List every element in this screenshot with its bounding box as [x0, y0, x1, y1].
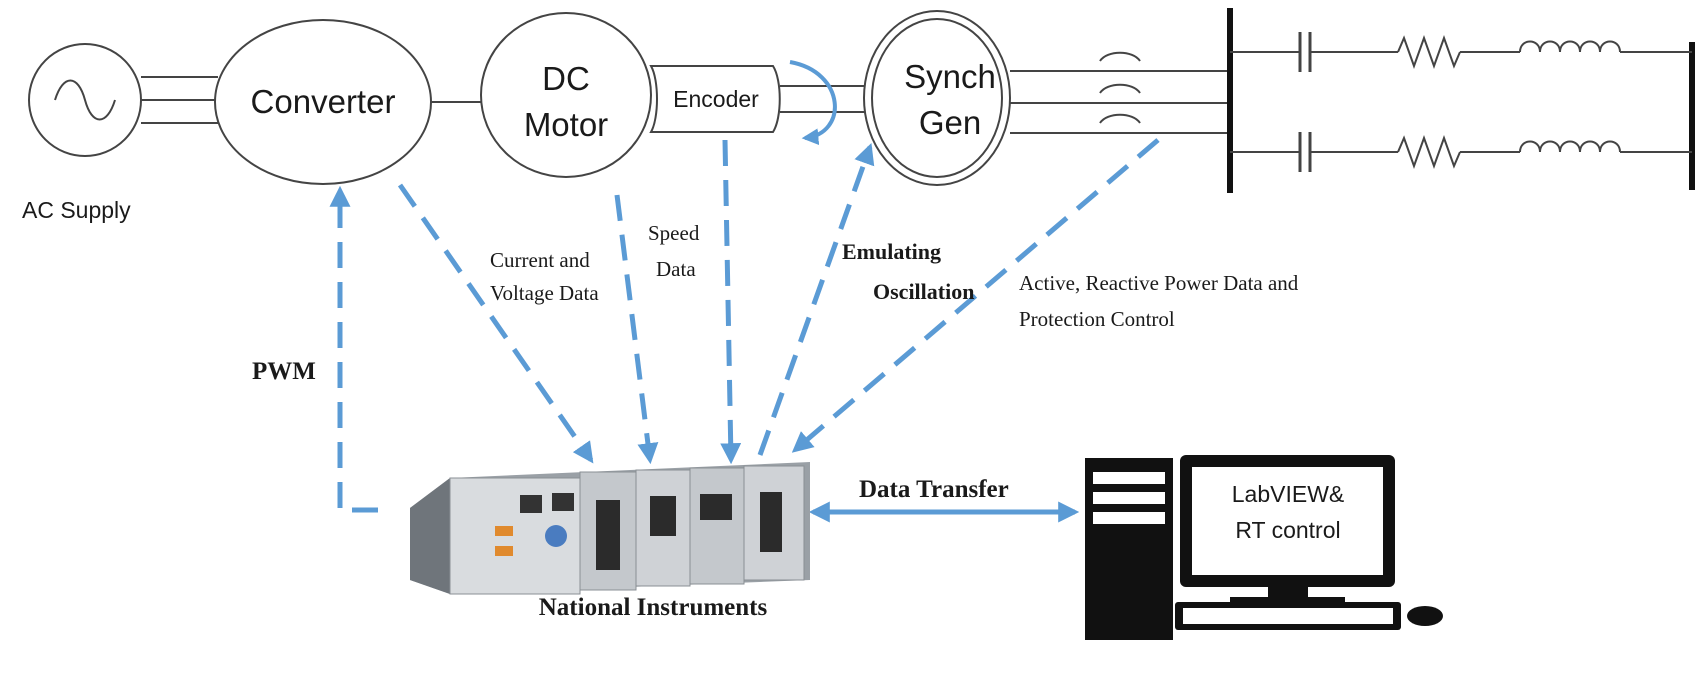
ni-label: National Instruments: [539, 594, 768, 621]
current-voltage-label-2: Voltage Data: [490, 281, 599, 305]
pwm-arrow: [329, 185, 378, 513]
speed-data-arrow: [720, 139, 742, 465]
power-label-2: Protection Control: [1019, 307, 1175, 331]
resistor-icon: [1397, 35, 1461, 69]
synch-gen-label-1: Synch: [904, 58, 996, 95]
dc-motor-label-1: DC: [542, 60, 590, 97]
emulating-label-1: Emulating: [842, 239, 941, 264]
power-data-arrow: [791, 138, 1160, 453]
current-transformer-icon: [1099, 113, 1141, 124]
transmission-line-1: [1230, 32, 1692, 72]
tower-icon: [1085, 458, 1173, 640]
rotation-arrow-icon: [789, 60, 837, 146]
encoder: [649, 65, 781, 133]
generator-output-lines: [1010, 51, 1228, 134]
keyboard-icon: [1175, 602, 1401, 630]
inductor-icon: [1519, 40, 1621, 53]
emulating-label-2: Oscillation: [873, 279, 974, 304]
encoder-label: Encoder: [673, 86, 759, 112]
speed-label-1: Speed: [648, 221, 700, 245]
computer-label-1: LabVIEW&: [1232, 481, 1345, 507]
dc-motor-label-2: Motor: [524, 106, 608, 143]
motor-data-arrow: [614, 194, 659, 465]
computer-label-2: RT control: [1235, 517, 1340, 543]
monitor-icon: [1180, 455, 1395, 606]
pwm-label: PWM: [252, 358, 316, 385]
power-label-1: Active, Reactive Power Data and: [1019, 271, 1299, 295]
current-transformer-icon: [1099, 83, 1141, 94]
current-voltage-arrow: [397, 183, 594, 464]
ac-supply: [28, 43, 142, 157]
computer: [1085, 455, 1443, 640]
synch-gen-label-2: Gen: [919, 104, 981, 141]
transmission-line-2: [1230, 132, 1692, 172]
speed-label-2: Data: [656, 257, 696, 281]
sine-wave-icon: [54, 79, 116, 121]
data-transfer-label: Data Transfer: [859, 476, 1009, 503]
current-transformer-icon: [1099, 51, 1141, 62]
synch-gen: [863, 10, 1011, 186]
converter-label: Converter: [251, 83, 396, 120]
supply-to-converter-lines: [141, 76, 218, 124]
ni-controller: [410, 462, 810, 595]
shaft-lines: [780, 85, 866, 113]
mouse-icon: [1407, 606, 1443, 626]
dc-motor: [480, 12, 652, 178]
emulating-oscillation-arrow: [757, 143, 875, 456]
inductor-icon: [1519, 140, 1621, 153]
resistor-icon: [1397, 135, 1461, 169]
current-voltage-label-1: Current and: [490, 248, 590, 272]
ac-supply-label: AC Supply: [22, 197, 131, 223]
